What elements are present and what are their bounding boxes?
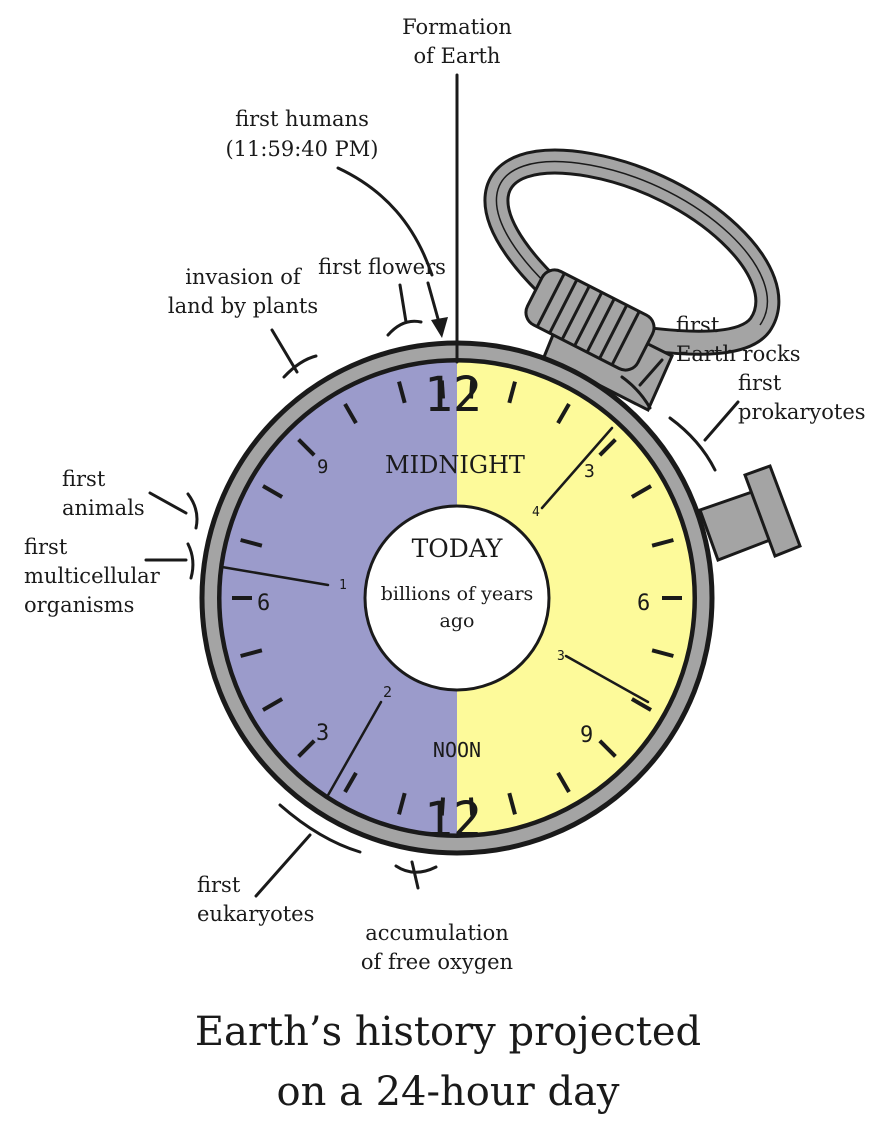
- invasion-label-1: invasion of: [185, 265, 303, 289]
- first-animals-label-2: animals: [62, 496, 145, 520]
- first-flowers-label: first flowers: [318, 255, 446, 279]
- formation-label-2: of Earth: [414, 44, 501, 68]
- right-hour-6: 6: [637, 591, 650, 616]
- hour-tick: [343, 403, 358, 425]
- hour-tick: [397, 792, 407, 815]
- hour-tick: [598, 438, 617, 457]
- first-humans-label-2: (11:59:40 PM): [225, 137, 378, 161]
- hour-tick: [397, 381, 407, 404]
- first-humans-label-1: first humans: [235, 107, 369, 131]
- invasion-label-2: land by plants: [168, 294, 318, 318]
- hour-tick: [556, 403, 571, 425]
- billion-label-4: 4: [532, 505, 540, 520]
- stopwatch-icon: [483, 148, 802, 562]
- billion-label-1: 1: [339, 578, 347, 593]
- right-hour-3: 3: [584, 461, 595, 482]
- eukaryotes-label-1: first: [197, 873, 241, 897]
- billion-label-3: 3: [557, 649, 565, 664]
- minor-tick: [469, 380, 475, 399]
- hour-tick: [343, 771, 358, 793]
- hour-tick: [297, 739, 316, 758]
- caption-line-2: on a 24-hour day: [276, 1069, 619, 1115]
- today-label: TODAY: [412, 534, 503, 563]
- hour-tick: [240, 538, 263, 548]
- hour-tick: [630, 697, 652, 712]
- billion-label-2: 2: [383, 683, 392, 701]
- multicellular-label-1: first: [24, 535, 68, 559]
- prokaryotes-label-1: first: [738, 371, 782, 395]
- left-hour-9: 9: [317, 456, 328, 478]
- hour-ticks: [232, 380, 682, 816]
- left-hour-6: 6: [257, 591, 270, 616]
- caption-line-1: Earth’s history projected: [195, 1009, 701, 1055]
- minor-tick: [439, 380, 445, 399]
- oxygen-label-2: of free oxygen: [361, 950, 513, 974]
- hour-tick: [507, 381, 517, 404]
- hour-tick: [651, 648, 674, 658]
- minor-tick: [439, 797, 445, 816]
- multicellular-label-2: multicellular: [24, 564, 161, 588]
- night-half: [221, 362, 457, 834]
- earth-rocks-label-1: first: [676, 313, 720, 337]
- hour-tick: [630, 484, 652, 499]
- center-disc: [363, 504, 551, 692]
- first-animals-label-1: first: [62, 467, 106, 491]
- center-subtitle-2: ago: [440, 610, 475, 632]
- prokaryotes-label-2: prokaryotes: [738, 400, 866, 424]
- billion-year-lines: [220, 426, 650, 799]
- center-subtitle-1: billions of years: [381, 583, 534, 605]
- hour-tick: [240, 648, 263, 658]
- hour-tick: [598, 739, 617, 758]
- hour-12-bottom: 12: [424, 792, 482, 848]
- hour-tick: [507, 792, 517, 815]
- right-hour-9: 9: [580, 723, 593, 748]
- midnight-label: MIDNIGHT: [385, 451, 525, 479]
- eukaryotes-label-2: eukaryotes: [197, 902, 314, 926]
- hour-tick: [262, 484, 284, 499]
- earth-rocks-label-2: Earth rocks: [676, 342, 800, 366]
- hour-12-top: 12: [424, 367, 482, 423]
- noon-label: NOON: [433, 738, 481, 762]
- oxygen-label-1: accumulation: [365, 921, 509, 945]
- hour-tick: [556, 771, 571, 793]
- minor-tick: [469, 797, 475, 816]
- day-half: [457, 362, 693, 834]
- multicellular-label-3: organisms: [24, 593, 134, 617]
- hour-tick: [262, 697, 284, 712]
- hour-tick: [297, 438, 316, 457]
- left-hour-3: 3: [316, 721, 329, 746]
- event-markers: [144, 166, 740, 898]
- hour-tick: [651, 538, 674, 548]
- formation-label-1: Formation: [402, 15, 512, 39]
